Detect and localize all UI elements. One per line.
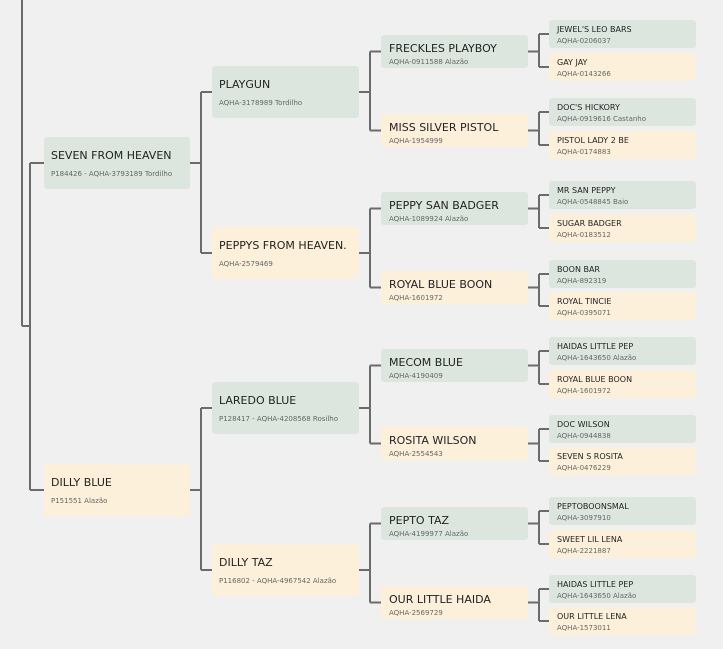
sire-card[interactable]: DOC'S HICKORY AQHA-0919616 Castanho — [549, 98, 696, 126]
dam-card[interactable]: GAY JAY AQHA-0143266 — [549, 53, 696, 81]
horse-registration: AQHA-3097910 — [557, 514, 611, 522]
horse-name: PISTOL LADY 2 BE — [557, 136, 629, 145]
horse-registration: AQHA-2554543 — [389, 450, 443, 458]
horse-registration: AQHA-0476229 — [557, 464, 611, 472]
horse-name: SEVEN S ROSITA — [557, 452, 623, 461]
horse-registration: AQHA-2579469 — [219, 260, 273, 268]
horse-registration: AQHA-1954999 — [389, 137, 443, 145]
dam-card[interactable]: SWEET LIL LENA AQHA-2221887 — [549, 530, 696, 558]
dam-card[interactable]: ROSITA WILSON AQHA-2554543 — [381, 427, 528, 460]
dam-card[interactable]: DILLY TAZ P116802 - AQHA-4967542 Alazão — [212, 544, 359, 596]
horse-registration: P184426 - AQHA-3793189 Tordilho — [51, 170, 173, 178]
horse-name: HAIDAS LITTLE PEP — [557, 580, 634, 589]
sire-card[interactable]: MR SAN PEPPY AQHA-0548845 Baio — [549, 181, 696, 209]
horse-name: BOON BAR — [557, 265, 600, 274]
horse-name: PEPTOBOONSMAL — [557, 502, 629, 511]
dam-card[interactable]: OUR LITTLE HAIDA AQHA-2569729 — [381, 586, 528, 619]
horse-registration: AQHA-0183512 — [557, 231, 611, 239]
horse-registration: AQHA-3178989 Tordilho — [219, 99, 303, 107]
horse-name: ROSITA WILSON — [389, 434, 477, 447]
dam-card[interactable]: MISS SILVER PISTOL AQHA-1954999 — [381, 114, 528, 147]
horse-registration: AQHA-4199977 Alazão — [389, 530, 469, 538]
horse-name: ROYAL TINCIE — [557, 297, 612, 306]
sire-card[interactable]: HAIDAS LITTLE PEP AQHA-1643650 Alazão — [549, 575, 696, 603]
horse-registration: P116802 - AQHA-4967542 Alazão — [219, 577, 337, 585]
horse-name: PLAYGUN — [219, 78, 271, 91]
dam-card[interactable]: SUGAR BADGER AQHA-0183512 — [549, 214, 696, 242]
horse-registration: AQHA-1643650 Alazão — [557, 354, 637, 362]
horse-name: DOC'S HICKORY — [557, 103, 620, 112]
horse-registration: AQHA-1089924 Alazão — [389, 215, 469, 223]
dam-card[interactable]: ROYAL BLUE BOON AQHA-1601972 — [381, 271, 528, 304]
horse-name: JEWEL'S LEO BARS — [557, 25, 632, 34]
horse-name: DILLY BLUE — [51, 476, 112, 489]
horse-registration: AQHA-0919616 Castanho — [557, 115, 647, 123]
sire-card[interactable]: MECOM BLUE AQHA-4190409 — [381, 349, 528, 382]
sire-card[interactable]: FRECKLES PLAYBOY AQHA-0911588 Alazão — [381, 35, 528, 68]
horse-name: PEPPYS FROM HEAVEN. — [219, 239, 347, 252]
sire-card[interactable]: JEWEL'S LEO BARS AQHA-0206037 — [549, 20, 696, 48]
dam-card[interactable]: ROYAL BLUE BOON AQHA-1601972 — [549, 370, 696, 398]
dam-card[interactable]: ROYAL TINCIE AQHA-0395071 — [549, 292, 696, 320]
horse-name: PEPPY SAN BADGER — [389, 199, 499, 212]
horse-registration: AQHA-0911588 Alazão — [389, 58, 469, 66]
sire-card[interactable]: LAREDO BLUE P128417 - AQHA-4208568 Rosilh… — [212, 382, 359, 434]
sire-card[interactable]: SEVEN FROM HEAVEN P184426 - AQHA-3793189 … — [44, 137, 190, 189]
dam-card[interactable]: PISTOL LADY 2 BE AQHA-0174883 — [549, 131, 696, 159]
horse-name: FRECKLES PLAYBOY — [389, 42, 497, 55]
horse-registration: AQHA-1601972 — [557, 387, 611, 395]
horse-registration: AQHA-892319 — [557, 277, 607, 285]
horse-name: SWEET LIL LENA — [557, 535, 623, 544]
sire-card[interactable]: DOC WILSON AQHA-0944838 — [549, 415, 696, 443]
dam-card[interactable]: SEVEN S ROSITA AQHA-0476229 — [549, 447, 696, 475]
sire-card[interactable]: PEPTO TAZ AQHA-4199977 Alazão — [381, 507, 528, 540]
horse-name: HAIDAS LITTLE PEP — [557, 342, 634, 351]
horse-name: GAY JAY — [557, 58, 588, 67]
horse-name: LAREDO BLUE — [219, 394, 297, 407]
dam-card[interactable]: OUR LITTLE LENA AQHA-1573011 — [549, 607, 696, 635]
horse-registration: AQHA-0143266 — [557, 70, 611, 78]
sire-card[interactable]: PEPPY SAN BADGER AQHA-1089924 Alazão — [381, 192, 528, 225]
horse-name: PEPTO TAZ — [389, 514, 450, 527]
sire-card[interactable]: PEPTOBOONSMAL AQHA-3097910 — [549, 497, 696, 525]
sire-card[interactable]: PLAYGUN AQHA-3178989 Tordilho — [212, 66, 359, 118]
sire-card[interactable]: BOON BAR AQHA-892319 — [549, 260, 696, 288]
horse-name: SUGAR BADGER — [557, 219, 622, 228]
horse-registration: AQHA-1601972 — [389, 294, 443, 302]
horse-name: MISS SILVER PISTOL — [389, 121, 499, 134]
horse-name: MR SAN PEPPY — [557, 186, 616, 195]
horse-name: SEVEN FROM HEAVEN — [51, 149, 172, 162]
horse-registration: AQHA-0944838 — [557, 432, 611, 440]
horse-name: DILLY TAZ — [219, 556, 273, 569]
horse-registration: AQHA-4190409 — [389, 372, 443, 380]
horse-registration: AQHA-0548845 Baio — [557, 198, 629, 206]
dam-card[interactable]: DILLY BLUE P151551 Alazão — [44, 464, 190, 516]
horse-registration: AQHA-0206037 — [557, 37, 611, 45]
horse-name: ROYAL BLUE BOON — [557, 375, 633, 384]
horse-registration: AQHA-1643650 Alazão — [557, 592, 637, 600]
horse-registration: AQHA-0395071 — [557, 309, 611, 317]
horse-name: OUR LITTLE HAIDA — [389, 593, 491, 606]
horse-name: DOC WILSON — [557, 420, 610, 429]
horse-registration: AQHA-2221887 — [557, 547, 611, 555]
horse-registration: AQHA-0174883 — [557, 148, 611, 156]
dam-card[interactable]: PEPPYS FROM HEAVEN. AQHA-2579469 — [212, 227, 359, 279]
horse-name: MECOM BLUE — [389, 356, 463, 369]
horse-registration: AQHA-2569729 — [389, 609, 443, 617]
horse-registration: P128417 - AQHA-4208568 Rosilho — [219, 415, 339, 423]
horse-name: ROYAL BLUE BOON — [389, 278, 493, 291]
horse-name: OUR LITTLE LENA — [557, 612, 627, 621]
sire-card[interactable]: HAIDAS LITTLE PEP AQHA-1643650 Alazão — [549, 337, 696, 365]
horse-registration: P151551 Alazão — [51, 497, 108, 505]
horse-registration: AQHA-1573011 — [557, 624, 611, 632]
